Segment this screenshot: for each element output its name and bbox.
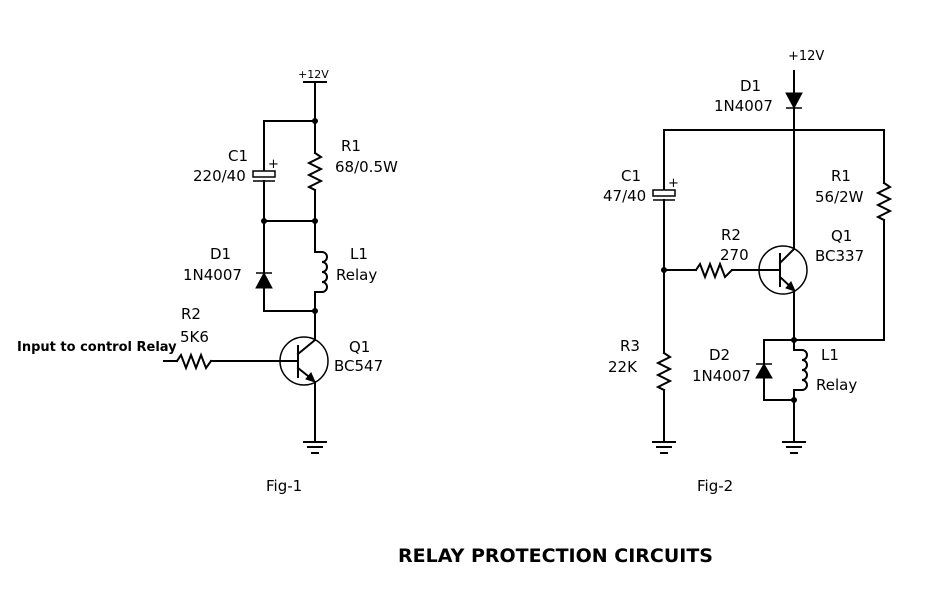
fig1-supply-label: +12V [298, 68, 329, 81]
fig2-c1-ref: C1 [621, 167, 641, 185]
fig2-q1-ref: Q1 [831, 227, 852, 245]
fig2-r3-resistor [655, 351, 673, 392]
fig2-caption: Fig-2 [697, 477, 733, 495]
fig1-c1-capacitor: + [252, 157, 279, 182]
fig1-l1-ref: L1 [350, 245, 368, 263]
fig1-r2-ref: R2 [181, 305, 201, 323]
fig2-l1-inductor [800, 348, 808, 392]
fig1-r2-value: 5K6 [180, 328, 209, 346]
fig1-l1-inductor [320, 250, 328, 294]
fig2-r1-resistor [875, 181, 893, 222]
fig1-input-label: Input to control Relay [17, 340, 177, 355]
fig2-r3-value: 22K [608, 358, 638, 376]
fig2-d1-value: 1N4007 [714, 97, 773, 115]
fig2-c1-value: 47/40 [603, 187, 646, 205]
fig2-d1-ref: D1 [740, 77, 761, 95]
fig1-c1-ref: C1 [228, 147, 248, 165]
fig1-supply-symbol: +12V [298, 68, 329, 122]
fig2-r3-ref: R3 [620, 337, 640, 355]
fig2-ground-symbol [782, 441, 806, 454]
fig1-ground-symbol [303, 441, 327, 454]
page-title: RELAY PROTECTION CIRCUITS [398, 545, 713, 567]
fig2-q1-value: BC337 [815, 247, 864, 265]
fig1-r1-value: 68/0.5W [335, 158, 398, 176]
fig2-circuit: +12V D1 1N4007 + C1 47/40 R2 270 [603, 49, 893, 495]
fig2-r2-resistor [694, 261, 734, 280]
fig2-d2-ref: D2 [709, 346, 730, 364]
fig2-r2-ref: R2 [721, 226, 741, 244]
fig2-l1-ref: L1 [821, 346, 839, 364]
fig2-d2-diode [755, 362, 773, 379]
fig2-d2-value: 1N4007 [692, 367, 751, 385]
fig2-c1-polarity: + [668, 176, 679, 191]
fig1-d1-diode [255, 271, 273, 289]
fig1-c1-value: 220/40 [193, 167, 246, 185]
fig2-r2-value: 270 [720, 246, 749, 264]
fig1-r2-resistor [175, 352, 213, 371]
fig1-r1-ref: R1 [341, 137, 361, 155]
fig2-r1-value: 56/2W [815, 188, 864, 206]
fig2-supply-label: +12V [788, 49, 824, 64]
fig2-ground-symbol [652, 441, 676, 454]
fig1-l1-value: Relay [336, 266, 377, 284]
fig2-junction [791, 397, 797, 403]
fig1-d1-value: 1N4007 [183, 266, 242, 284]
fig1-q1-ref: Q1 [349, 338, 370, 356]
fig1-caption: Fig-1 [266, 477, 302, 495]
fig2-r1-ref: R1 [831, 167, 851, 185]
fig2-l1-value: Relay [816, 376, 857, 394]
fig1-d1-ref: D1 [210, 245, 231, 263]
fig2-c1-capacitor: + [652, 176, 679, 201]
fig1-r1-resistor [306, 151, 324, 192]
fig1-c1-polarity: + [268, 157, 279, 172]
fig1-circuit: +12V + C1 220/40 R1 68/0.5W D1 1N [17, 68, 398, 495]
fig2-q1-transistor [758, 245, 808, 295]
fig2-d1-diode [785, 92, 803, 110]
fig1-q1-value: BC547 [334, 357, 383, 375]
